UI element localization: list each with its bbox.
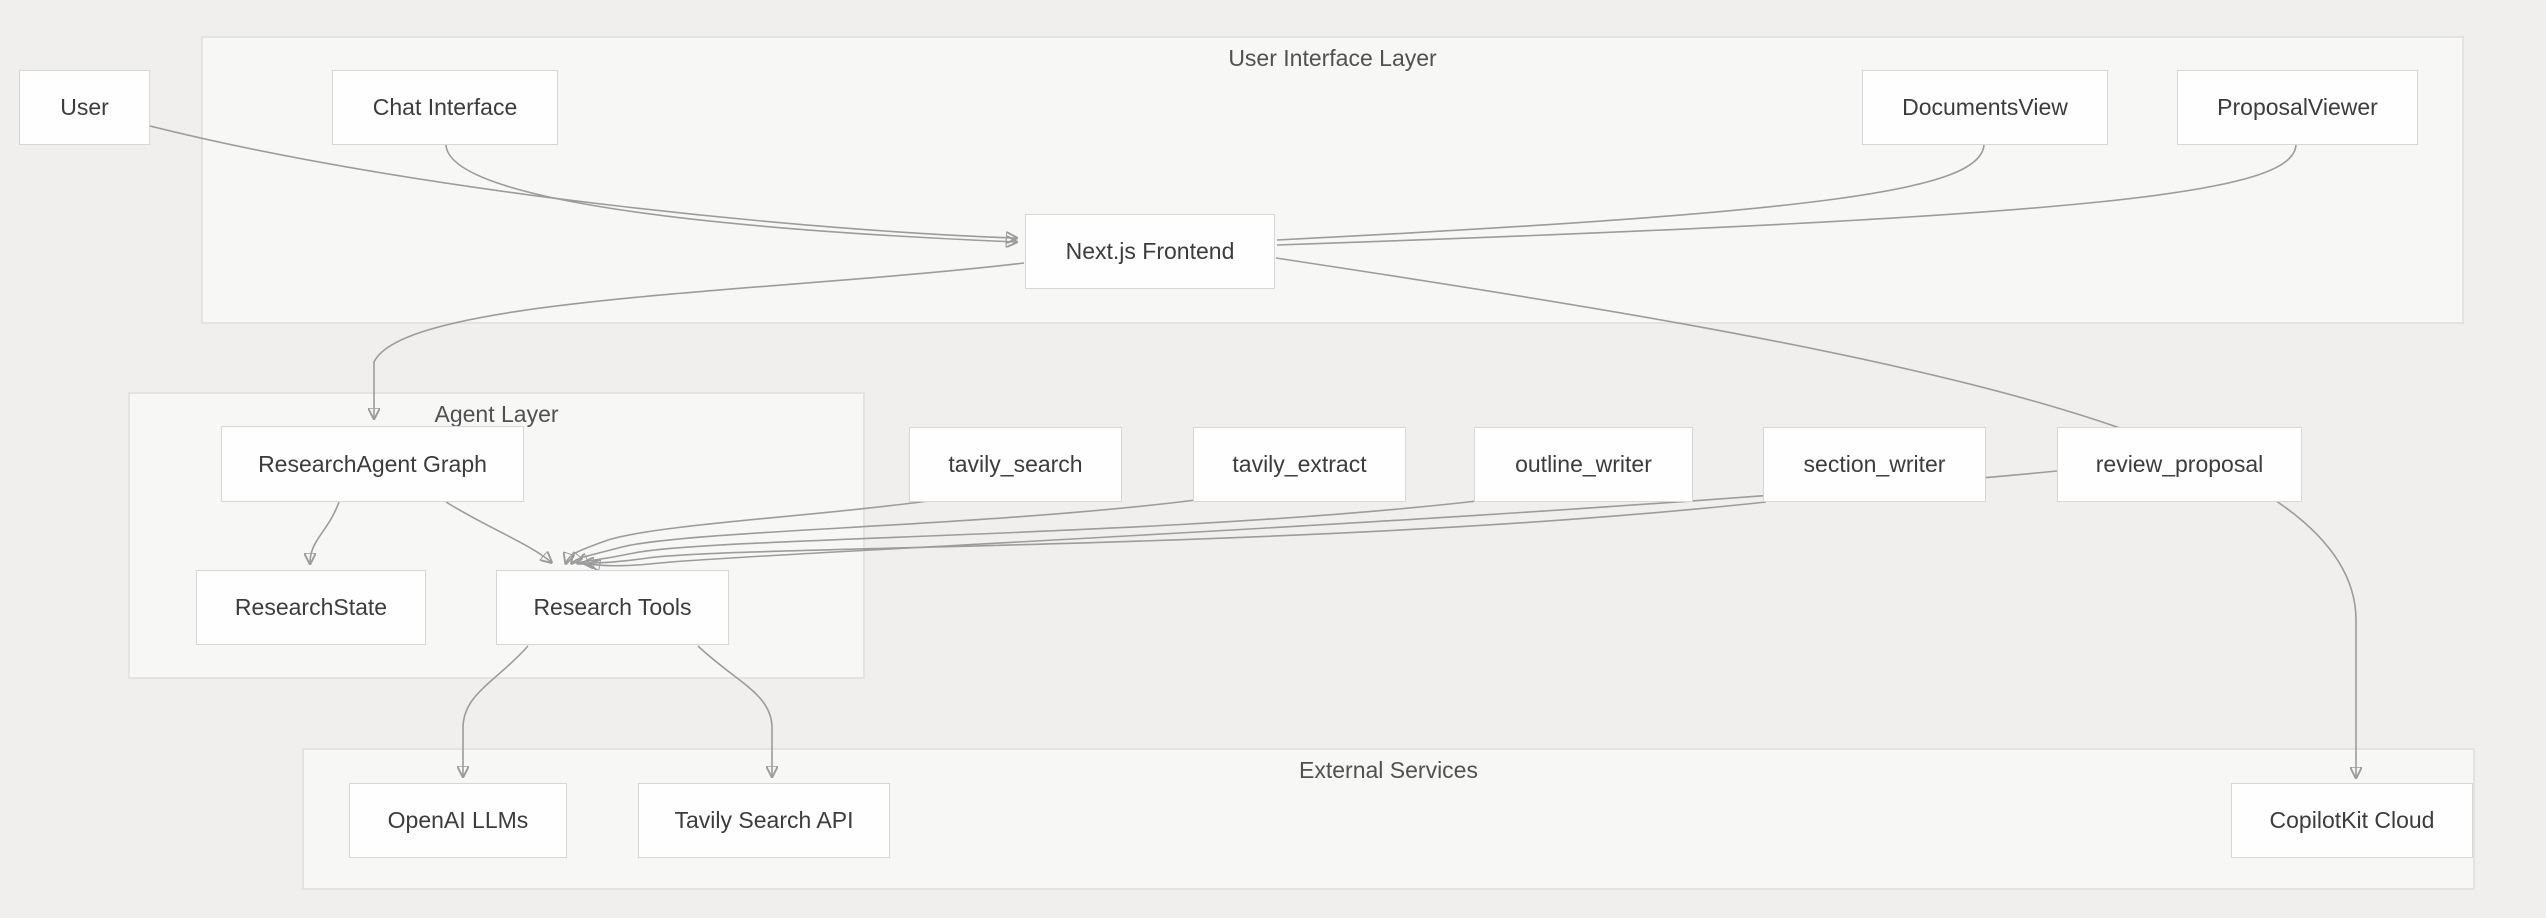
edge-user-to-nextjs-frontend [149,125,1016,238]
node-section-writer[interactable]: section_writer [1763,427,1986,502]
node-review-proposal-label: review_proposal [2095,451,2264,477]
node-proposal-viewer-label: ProposalViewer [2217,94,2378,120]
node-proposal-viewer[interactable]: ProposalViewer [2177,70,2418,145]
node-research-agent-graph-label: ResearchAgent Graph [258,450,487,477]
edge-research-tools-to-tavily-search-api [697,645,772,776]
edge-tavily-extract-to-research-tools [572,499,1197,563]
node-documents-view-label: DocumentsView [1902,94,2068,120]
node-section-writer-label: section_writer [1803,451,1946,477]
node-nextjs-frontend-label: Next.js Frontend [1065,238,1235,264]
group-external-services-label: External Services [1299,757,1478,783]
node-user[interactable]: User [19,70,150,145]
group-user-interface-layer-label: User Interface Layer [1228,45,1437,71]
node-tavily-extract[interactable]: tavily_extract [1193,427,1406,502]
edge-chat-interface-to-nextjs-frontend [445,144,1016,242]
node-copilotkit-cloud[interactable]: CopilotKit Cloud [2231,783,2473,858]
node-openai-llms-label: OpenAI LLMs [387,807,529,833]
node-copilotkit-cloud-label: CopilotKit Cloud [2269,807,2435,833]
node-documents-view[interactable]: DocumentsView [1862,70,2108,145]
node-outline-writer[interactable]: outline_writer [1474,427,1693,502]
node-research-tools[interactable]: Research Tools [496,570,729,645]
node-chat-interface[interactable]: Chat Interface [332,70,558,145]
node-user-label: User [60,94,109,120]
node-outline-writer-label: outline_writer [1515,451,1652,477]
node-research-state-label: ResearchState [234,594,388,620]
node-tavily-search-label: tavily_search [948,451,1083,477]
node-research-state[interactable]: ResearchState [196,570,426,645]
node-chat-interface-label: Chat Interface [372,94,518,120]
node-tavily-search-api[interactable]: Tavily Search API [638,783,890,858]
edge-section-writer-to-research-tools [584,501,1767,563]
node-openai-llms[interactable]: OpenAI LLMs [349,783,567,858]
node-research-tools-label: Research Tools [533,594,692,620]
node-tavily-search-api-label: Tavily Search API [674,807,854,833]
node-research-agent-graph[interactable]: ResearchAgent Graph [221,426,524,502]
group-agent-layer-label: Agent Layer [434,401,559,427]
edge-documents-view-to-nextjs-frontend [1276,144,1985,241]
edge-research-agent-graph-to-research-tools [445,501,551,562]
edge-review-proposal-to-research-tools [590,470,2058,566]
edge-nextjs-frontend-to-copilotkit-cloud [1275,257,2356,777]
node-review-proposal[interactable]: review_proposal [2057,427,2302,502]
edge-research-agent-graph-to-research-state [310,501,340,563]
edge-outline-writer-to-research-tools [578,500,1478,563]
edge-research-tools-to-openai-llms [463,645,529,776]
edge-nextjs-frontend-to-research-agent-graph [374,262,1025,418]
node-nextjs-frontend[interactable]: Next.js Frontend [1025,214,1275,289]
node-tavily-extract-label: tavily_extract [1232,451,1367,477]
edge-proposal-viewer-to-nextjs-frontend [1276,144,2297,246]
edge-tavily-search-to-research-tools [566,500,929,563]
node-tavily-search[interactable]: tavily_search [909,427,1122,502]
